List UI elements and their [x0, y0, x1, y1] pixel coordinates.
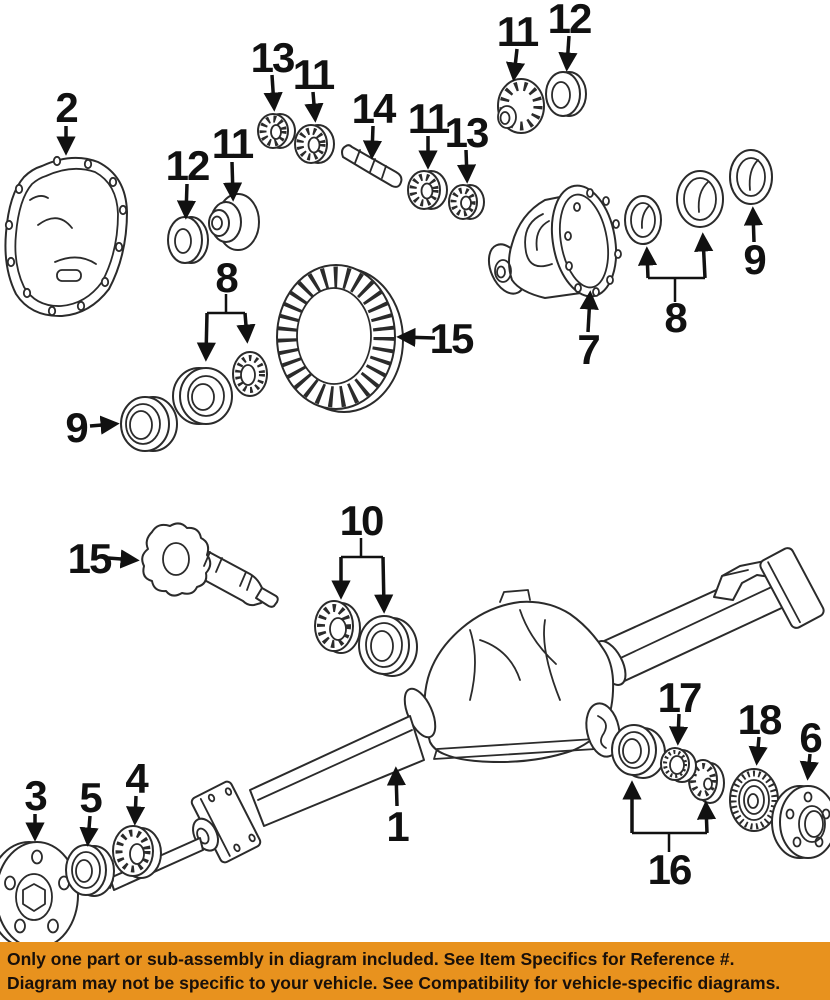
pinion-bearing-drawing-8-left	[172, 367, 233, 425]
callout-label-11-c: 11	[408, 95, 450, 142]
seal-drawing-9-left	[120, 396, 178, 452]
callout-label-3: 3	[24, 772, 46, 819]
bearing-drawing-10	[314, 600, 361, 654]
callout-label-11-d: 11	[497, 8, 539, 55]
callout-arrows	[25, 35, 819, 852]
callout-label-18: 18	[738, 696, 782, 743]
carrier-bearing-drawing-8-outer	[676, 170, 724, 228]
race-drawing-17	[660, 747, 697, 783]
bearing-race-drawing-8-left	[232, 351, 268, 397]
ring-gear-drawing	[276, 264, 404, 413]
callout-label-13-b: 13	[445, 109, 488, 156]
hub-drawing-6	[771, 785, 830, 859]
callout-label-1: 1	[386, 803, 409, 850]
callout-label-9-left: 9	[65, 404, 87, 451]
callout-label-13-a: 13	[251, 34, 294, 81]
callout-label-2: 2	[55, 84, 77, 131]
callout-label-7: 7	[577, 326, 599, 373]
callout-label-15-pinion: 15	[68, 535, 112, 582]
callout-label-9-right: 9	[743, 236, 765, 283]
callout-label-12-right: 12	[548, 0, 591, 42]
differential-case-drawing	[487, 184, 622, 299]
callout-label-4: 4	[125, 755, 149, 802]
callout-label-8-left: 8	[215, 254, 238, 301]
thrust-washer-drawing-13-right	[448, 184, 485, 220]
callout-label-15-ring: 15	[430, 315, 474, 362]
callout-label-12-left: 12	[166, 142, 209, 189]
axle-housing-drawing	[109, 547, 825, 891]
bearing-drawing-16	[611, 724, 666, 779]
callout-label-11-a: 11	[212, 120, 254, 167]
pinion-shaft-drawing-14	[341, 144, 403, 188]
callout-label-8-right: 8	[664, 294, 687, 341]
callout-labels: 2 12 11 13 11 14 11 13 11 12 8 9 15 7 8 …	[24, 0, 823, 893]
seal-drawing-12-right	[545, 71, 587, 117]
drive-pinion-drawing	[141, 522, 279, 608]
callout-label-11-b: 11	[293, 51, 335, 98]
seal-drawing-12-left	[167, 216, 209, 264]
pinion-gear-drawing-11-upper	[294, 124, 335, 164]
seal-drawing-10	[358, 615, 418, 677]
callout-label-14: 14	[352, 85, 397, 132]
ring-drawing-18	[729, 768, 779, 832]
bearing-drawing-4	[112, 825, 162, 879]
callout-label-5: 5	[79, 774, 102, 821]
callout-label-16: 16	[648, 846, 691, 893]
thrust-washer-drawing-13-left	[257, 113, 296, 149]
pinion-gear-drawing-11-right	[407, 170, 448, 210]
seal-drawing-5	[65, 844, 115, 897]
hub-flange-drawing-3	[0, 841, 79, 949]
notice-line-2: Diagram may not be specific to your vehi…	[7, 973, 781, 993]
bearing-drawing-9-right	[729, 149, 773, 205]
callout-label-10: 10	[340, 497, 383, 544]
notice-line-1: Only one part or sub-assembly in diagram…	[7, 949, 735, 969]
side-gear-drawing-11-top-right	[497, 78, 545, 134]
side-gear-drawing-11-left	[208, 193, 260, 251]
notice-banner: Only one part or sub-assembly in diagram…	[0, 942, 830, 1000]
carrier-bearing-drawing-8-inner	[624, 195, 662, 245]
callout-label-17: 17	[658, 674, 701, 721]
callout-label-6: 6	[799, 714, 821, 761]
cover-gasket-drawing	[4, 155, 128, 318]
